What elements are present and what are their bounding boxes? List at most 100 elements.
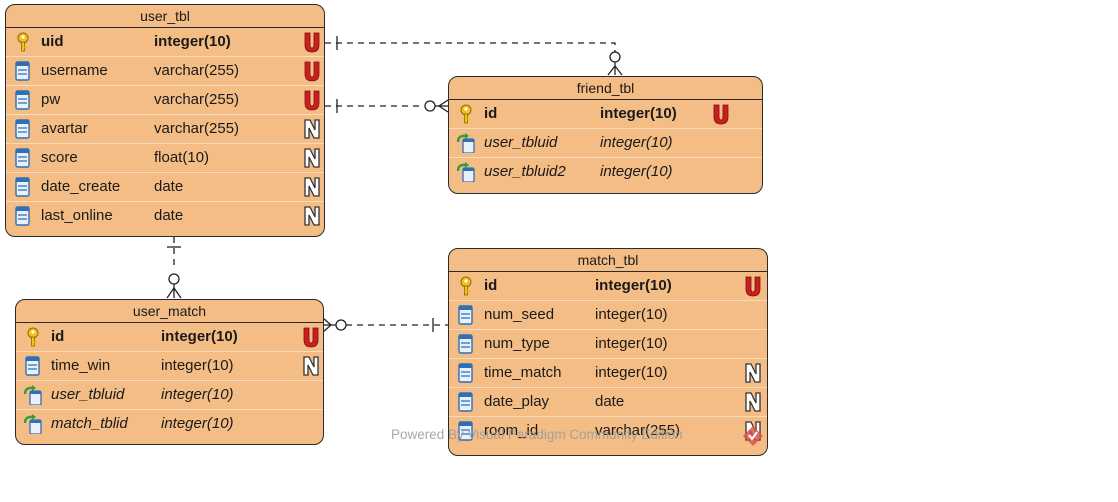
unique-badge-icon bbox=[302, 89, 322, 111]
field-type: date bbox=[595, 393, 625, 410]
field-name: date_play bbox=[484, 393, 550, 410]
field-name: num_seed bbox=[484, 306, 555, 323]
entity-title: user_tbl bbox=[6, 5, 324, 28]
field-type: integer(10) bbox=[595, 277, 672, 294]
column-icon bbox=[13, 206, 33, 226]
field-type: float(10) bbox=[154, 149, 210, 166]
key-icon bbox=[13, 32, 33, 52]
relationship-match-usermatch bbox=[322, 317, 448, 333]
field-name: user_tbluid bbox=[484, 134, 558, 151]
field-name: username bbox=[41, 62, 108, 79]
field-name: time_win bbox=[51, 357, 111, 374]
field-row[interactable]: date_play date bbox=[449, 387, 767, 416]
field-type: integer(10) bbox=[600, 163, 673, 180]
column-icon bbox=[13, 119, 33, 139]
field-row[interactable]: id integer(10) bbox=[16, 323, 323, 351]
field-name: last_online bbox=[41, 207, 113, 224]
field-row[interactable]: avartar varchar(255) bbox=[6, 114, 324, 143]
field-type: integer(10) bbox=[595, 335, 668, 352]
field-type: integer(10) bbox=[595, 306, 668, 323]
entity-title: friend_tbl bbox=[449, 77, 762, 100]
field-type: integer(10) bbox=[600, 105, 677, 122]
field-name: user_tbluid bbox=[51, 386, 125, 403]
field-type: integer(10) bbox=[161, 328, 238, 345]
field-type: integer(10) bbox=[600, 134, 673, 151]
nullable-badge-icon bbox=[743, 362, 763, 384]
nullable-badge-icon bbox=[302, 205, 322, 227]
watermark-text: Powered By Visual Paradigm Community Edi… bbox=[391, 427, 683, 442]
entity-match-tbl[interactable]: match_tbl id integer(10) num_seed integer(1… bbox=[448, 248, 768, 456]
entity-title: user_match bbox=[16, 300, 323, 323]
field-row[interactable]: user_tbluid2 integer(10) bbox=[449, 157, 762, 186]
foreign-key-icon bbox=[456, 162, 476, 183]
unique-badge-icon bbox=[302, 60, 322, 82]
column-icon bbox=[456, 421, 476, 441]
field-row[interactable]: user_tbluid integer(10) bbox=[16, 380, 323, 409]
column-icon bbox=[456, 305, 476, 325]
field-name: num_type bbox=[484, 335, 550, 352]
field-type: varchar(255) bbox=[154, 91, 240, 108]
field-row[interactable]: id integer(10) bbox=[449, 100, 762, 128]
field-row[interactable]: num_type integer(10) bbox=[449, 329, 767, 358]
field-row[interactable]: uid integer(10) bbox=[6, 28, 324, 56]
unique-badge-icon bbox=[301, 326, 321, 348]
foreign-key-icon bbox=[23, 414, 43, 435]
entity-title: match_tbl bbox=[449, 249, 767, 272]
unique-badge-icon bbox=[302, 31, 322, 53]
field-type: integer(10) bbox=[595, 364, 668, 381]
nullable-badge-icon bbox=[301, 355, 321, 377]
field-row[interactable]: score float(10) bbox=[6, 143, 324, 172]
field-name: id bbox=[484, 277, 498, 294]
field-name: id bbox=[484, 105, 498, 122]
unique-badge-icon bbox=[743, 275, 763, 297]
field-type: date bbox=[154, 178, 184, 195]
field-name: uid bbox=[41, 33, 64, 50]
column-icon bbox=[23, 356, 43, 376]
relationship-user-usermatch bbox=[166, 237, 182, 299]
field-name: avartar bbox=[41, 120, 88, 137]
nullable-badge-icon bbox=[743, 391, 763, 413]
field-row[interactable]: num_seed integer(10) bbox=[449, 300, 767, 329]
column-icon bbox=[13, 61, 33, 81]
nullable-badge-icon bbox=[302, 118, 322, 140]
relationship-user-friend-1 bbox=[325, 36, 623, 76]
field-type: integer(10) bbox=[161, 386, 234, 403]
field-row[interactable]: time_win integer(10) bbox=[16, 351, 323, 380]
key-icon bbox=[456, 104, 476, 124]
field-name: match_tblid bbox=[51, 415, 128, 432]
field-type: varchar(255) bbox=[154, 120, 240, 137]
key-icon bbox=[456, 276, 476, 296]
field-row[interactable]: last_online date bbox=[6, 201, 324, 230]
foreign-key-icon bbox=[456, 133, 476, 154]
field-type: varchar(255) bbox=[595, 422, 681, 439]
field-row[interactable]: user_tbluid integer(10) bbox=[449, 128, 762, 157]
column-icon bbox=[13, 177, 33, 197]
field-name: score bbox=[41, 149, 78, 166]
field-type: date bbox=[154, 207, 184, 224]
column-icon bbox=[456, 363, 476, 383]
column-icon bbox=[456, 392, 476, 412]
field-name: user_tbluid2 bbox=[484, 163, 566, 180]
relationship-user-friend-2 bbox=[325, 99, 449, 113]
field-name: room_id bbox=[484, 422, 539, 439]
unique-badge-icon bbox=[711, 103, 731, 125]
foreign-key-icon bbox=[23, 385, 43, 406]
entity-user-match[interactable]: user_match id integer(10) time_win integer(… bbox=[15, 299, 324, 445]
field-type: integer(10) bbox=[161, 357, 234, 374]
field-type: integer(10) bbox=[154, 33, 231, 50]
nullable-badge-icon bbox=[302, 176, 322, 198]
field-name: id bbox=[51, 328, 65, 345]
column-icon bbox=[13, 148, 33, 168]
column-icon bbox=[13, 90, 33, 110]
visual-paradigm-logo-icon bbox=[743, 426, 763, 446]
column-icon bbox=[456, 334, 476, 354]
field-row[interactable]: id integer(10) bbox=[449, 272, 767, 300]
